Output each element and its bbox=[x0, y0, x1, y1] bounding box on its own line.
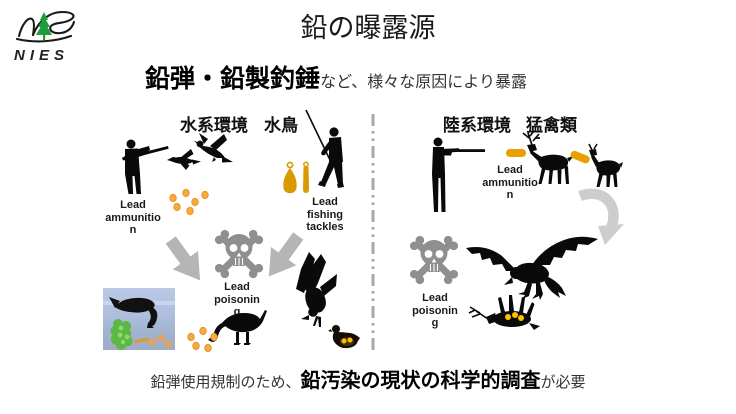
right-header-env: 陸系環境 bbox=[443, 116, 511, 135]
left-header-bird: 水鳥 bbox=[264, 116, 298, 135]
swooping-eagle-icon bbox=[296, 252, 337, 327]
left-label-poisoning: Lead poisonin g bbox=[214, 281, 260, 319]
deer-doe-icon bbox=[588, 143, 623, 187]
curved-arrow-icon bbox=[578, 188, 624, 245]
footer-post: が必要 bbox=[540, 374, 586, 391]
subtitle-rest: など、様々な原因により暴露 bbox=[320, 74, 527, 91]
right-label-ammunition: Lead ammunitio n bbox=[482, 164, 538, 202]
swan-photo bbox=[103, 288, 175, 350]
flying-duck-icon bbox=[194, 133, 233, 163]
left-label-ammunition: Lead ammunitio n bbox=[105, 199, 161, 237]
nies-logo-text: NIES bbox=[14, 47, 70, 64]
deer-buck-icon bbox=[522, 130, 574, 184]
skull-crossbones-icon bbox=[214, 229, 264, 279]
footer-text: 鉛弾使用規制のため、鉛汚染の現状の科学的調査が必要 bbox=[0, 364, 736, 393]
subtitle: 鉛弾・鉛製釣錘など、様々な原因により暴露 bbox=[0, 59, 672, 95]
lead-pellets-icon bbox=[187, 326, 218, 353]
hunter-shooting-icon bbox=[122, 139, 169, 194]
footer-pre: 鉛弾使用規制のため、 bbox=[150, 374, 301, 391]
page-title: 鉛の曝露源 bbox=[300, 13, 436, 43]
divider-dashed-line bbox=[371, 114, 375, 352]
footer-bold: 鉛汚染の現状の科学的調査 bbox=[300, 370, 541, 392]
deer-carcass-icon bbox=[468, 295, 540, 330]
left-header-env: 水系環境 bbox=[180, 116, 248, 135]
right-label-poisoning: Lead poisonin g bbox=[412, 292, 458, 330]
arrow-down-left-icon bbox=[268, 232, 304, 277]
subtitle-bold: 鉛弾・鉛製釣錘 bbox=[145, 65, 321, 93]
hunter-shooting-icon bbox=[432, 137, 485, 212]
angler-icon bbox=[305, 109, 344, 188]
bullet-icon bbox=[570, 150, 590, 164]
duck-with-pellets-icon bbox=[328, 325, 360, 349]
swan-photo-illustration bbox=[103, 297, 175, 350]
skull-crossbones-icon bbox=[409, 235, 459, 285]
bullet-icon bbox=[506, 149, 526, 157]
right-header-raptor: 猛禽類 bbox=[526, 116, 577, 135]
nies-logo-mark bbox=[15, 10, 76, 43]
arrow-down-right-icon bbox=[165, 236, 201, 281]
landing-eagle-icon bbox=[466, 236, 598, 300]
fishing-sinkers-icon bbox=[283, 161, 309, 194]
nies-logo: NIES bbox=[14, 8, 96, 64]
lead-pellets-icon bbox=[169, 188, 209, 216]
flying-duck-icon bbox=[167, 149, 201, 170]
left-label-fishing: Lead fishing tackles bbox=[306, 196, 344, 234]
